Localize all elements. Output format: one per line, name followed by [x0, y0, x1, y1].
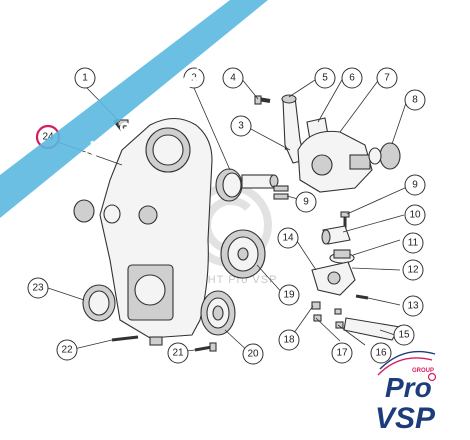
callout-14: 14	[277, 227, 299, 249]
callout-12: 12	[402, 259, 424, 281]
bolt-part-4	[254, 95, 271, 105]
callout-3: 3	[230, 115, 252, 137]
callout-21-label: 21	[172, 348, 184, 359]
callout-12-label: 12	[407, 265, 419, 276]
callout-14-label: 14	[282, 233, 294, 244]
callout-23: 23	[27, 277, 49, 299]
bolt-part-13	[355, 294, 369, 300]
logo-pro-text: Pro	[385, 372, 432, 403]
callout-4-label: 4	[230, 73, 236, 84]
callout-4: 4	[222, 67, 244, 89]
callout-24-label: 24	[42, 132, 54, 143]
bolt-part-22	[111, 335, 163, 346]
thermostat-housing	[321, 225, 351, 245]
callout-18: 18	[278, 329, 300, 351]
gasket-part-15	[343, 317, 401, 341]
callout-1-label: 1	[82, 73, 88, 84]
callout-8: 8	[404, 89, 426, 111]
callout-7-label: 7	[384, 73, 390, 84]
callout-1: 1	[74, 67, 96, 89]
callout-21: 21	[167, 342, 189, 364]
callout-9a-label: 9	[303, 197, 309, 208]
bolt-part-9-left	[273, 185, 289, 200]
callout-13: 13	[402, 295, 424, 317]
bolt-part-21	[194, 342, 217, 352]
belt-tensioner	[220, 229, 266, 279]
callout-16-label: 16	[375, 348, 387, 359]
thermostat	[329, 249, 355, 264]
callout-19: 19	[278, 284, 300, 306]
small-fasteners	[311, 301, 344, 329]
callout-15: 15	[393, 324, 415, 346]
callout-20-label: 20	[247, 349, 259, 360]
water-pump-housing	[297, 130, 373, 193]
callout-11: 11	[402, 232, 424, 254]
callout-2: 2	[183, 67, 205, 89]
cover-cap	[73, 199, 121, 224]
timing-belt-cover	[99, 117, 213, 339]
callout-10: 10	[404, 204, 426, 226]
callout-18-label: 18	[283, 335, 295, 346]
callout-7: 7	[376, 67, 398, 89]
callout-11-label: 11	[408, 238, 419, 249]
callout-17: 17	[331, 342, 353, 364]
callout-23-label: 23	[32, 283, 44, 294]
damper-pulley	[82, 284, 116, 322]
callout-15-label: 15	[398, 330, 410, 341]
water-pump-impeller	[368, 142, 401, 170]
callout-17-label: 17	[336, 348, 348, 359]
callout-22: 22	[56, 339, 78, 361]
callout-6: 6	[341, 67, 363, 89]
thermostat-base	[311, 261, 356, 296]
pro-vsp-logo: GROUP Pro VSP	[375, 350, 437, 435]
callout-9a: 9	[295, 191, 317, 213]
callout-6-label: 6	[349, 73, 355, 84]
callout-2-label: 2	[191, 73, 197, 84]
callout-22-label: 22	[61, 345, 73, 356]
logo-vsp-text: VSP	[375, 402, 436, 435]
callout-3-label: 3	[238, 121, 244, 132]
crankshaft-pulley	[200, 290, 236, 336]
callout-8-label: 8	[412, 95, 418, 106]
logo-group-text: GROUP	[412, 368, 434, 374]
callout-9b-label: 9	[412, 180, 418, 191]
camshaft-pulley	[215, 168, 279, 202]
logo-dot-icon	[427, 372, 437, 382]
callout-20: 20	[242, 343, 264, 365]
callout-5-label: 5	[322, 73, 328, 84]
callout-16: 16	[370, 342, 392, 364]
callout-13-label: 13	[407, 301, 419, 312]
callout-5: 5	[314, 67, 336, 89]
callout-9b: 9	[404, 174, 426, 196]
callout-19-label: 19	[283, 290, 295, 301]
callout-10-label: 10	[409, 210, 421, 221]
